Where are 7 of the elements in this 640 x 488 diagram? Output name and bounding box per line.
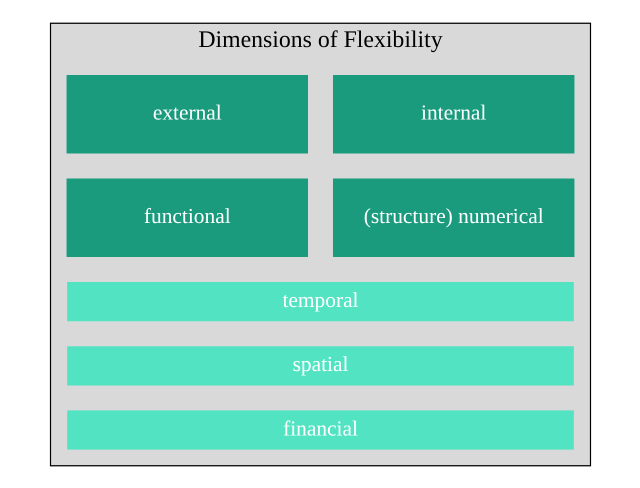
node-box: (structure) numerical bbox=[332, 178, 574, 256]
node-box: functional bbox=[66, 178, 308, 256]
node-box: financial bbox=[66, 410, 574, 450]
node-box: internal bbox=[332, 74, 574, 153]
node-box: temporal bbox=[66, 281, 574, 321]
node-box: spatial bbox=[66, 346, 574, 385]
node-box: external bbox=[66, 74, 308, 153]
